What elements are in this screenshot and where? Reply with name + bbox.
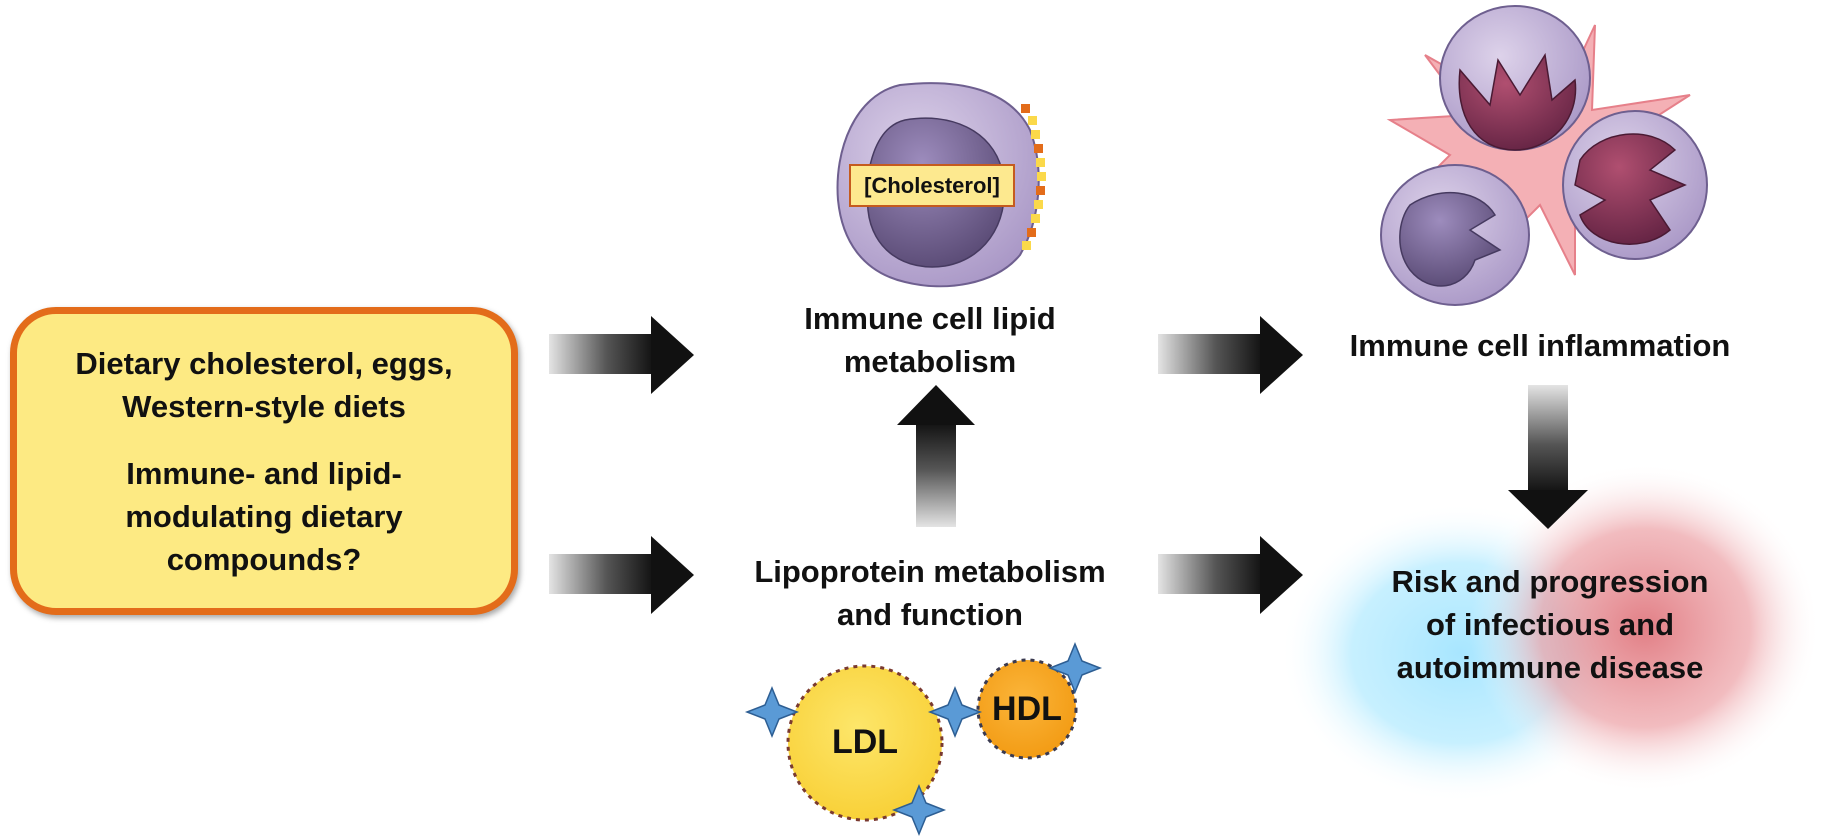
star-icon <box>744 686 800 738</box>
dietary-compounds-label: Immune- and lipid- modulating dietary co… <box>125 455 403 577</box>
arrow-inflammation-to-risk <box>1508 385 1588 529</box>
hdl-label: HDL <box>992 690 1062 728</box>
risk-label: Risk and progression of infectious and a… <box>1391 564 1709 685</box>
arrow-immune-lipid-to-inflammation <box>1158 316 1303 394</box>
ldl-particle <box>786 664 944 822</box>
inflamed-cells-icon <box>1380 5 1708 306</box>
star-icon <box>891 784 947 836</box>
inflammation-label: Immune cell inflammation <box>1349 328 1731 363</box>
arrow-lipoprotein-to-immune-lipid <box>897 385 975 527</box>
dietary-factors-box: Dietary cholesterol, eggs, Western-style… <box>10 307 518 615</box>
cholesterol-tag: [Cholesterol] <box>849 164 1015 207</box>
immune-lipid-label: Immune cell lipid metabolism <box>804 301 1056 379</box>
arrow-lipoprotein-to-risk <box>1158 536 1303 614</box>
arrow-diet-to-lipoprotein <box>549 536 694 614</box>
risk-glow <box>1280 463 1820 803</box>
star-icon <box>927 686 983 738</box>
ldl-label: LDL <box>831 723 899 761</box>
star-icons <box>744 642 1103 836</box>
membrane-lipid-markers <box>1021 104 1046 250</box>
dietary-cholesterol-label: Dietary cholesterol, eggs, Western-style… <box>75 345 453 424</box>
hdl-particle <box>976 658 1078 760</box>
star-icon <box>1047 642 1103 694</box>
lipoprotein-label: Lipoprotein metabolism and function <box>754 554 1106 632</box>
arrow-diet-to-immune-lipid <box>549 316 694 394</box>
